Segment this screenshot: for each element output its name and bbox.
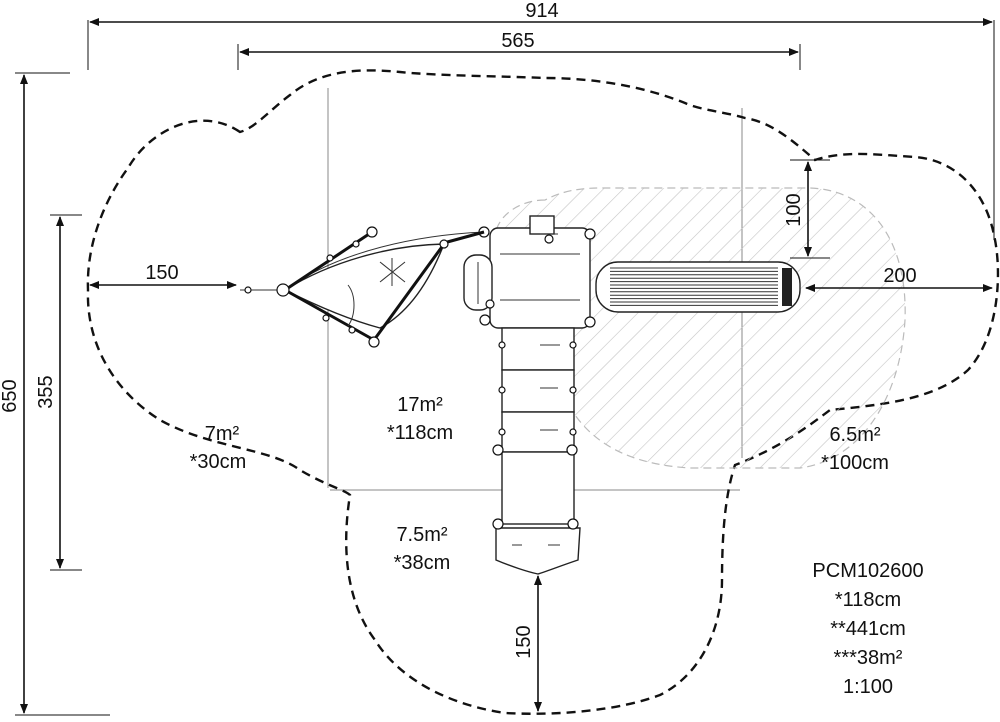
drawing-scale: 1:100 — [843, 676, 893, 698]
area-right-depth: *100cm — [821, 452, 889, 474]
dim-inner-height: 355 — [35, 375, 57, 408]
total-area: ***38m² — [834, 647, 903, 669]
stepped-ladder — [492, 327, 581, 575]
slide-exit — [782, 268, 792, 306]
dim-left-clearance: 150 — [145, 262, 178, 284]
equipment-length: **441cm — [830, 618, 906, 640]
dim-slide-side-top: 100 — [783, 193, 805, 226]
area-right-size: 6.5m² — [829, 424, 880, 446]
rope-climber — [240, 226, 485, 348]
dim-bottom-clearance: 150 — [513, 625, 535, 658]
area-center-size: 17m² — [397, 394, 443, 416]
slide — [595, 261, 801, 313]
dim-overall-width: 914 — [525, 0, 558, 22]
dim-platform-width: 565 — [501, 30, 534, 52]
product-code: PCM102600 — [812, 560, 923, 582]
area-bottom-depth: *38cm — [394, 552, 451, 574]
area-bottom-size: 7.5m² — [396, 524, 447, 546]
area-center-depth: *118cm — [387, 422, 453, 444]
tower-deck — [463, 215, 596, 329]
area-left-depth: *30cm — [190, 451, 247, 473]
area-left-size: 7m² — [205, 423, 240, 445]
dimension-lines — [15, 18, 995, 716]
dim-slide-end: 200 — [883, 265, 916, 287]
dim-overall-height: 650 — [0, 379, 21, 412]
fall-height: *118cm — [835, 589, 901, 611]
